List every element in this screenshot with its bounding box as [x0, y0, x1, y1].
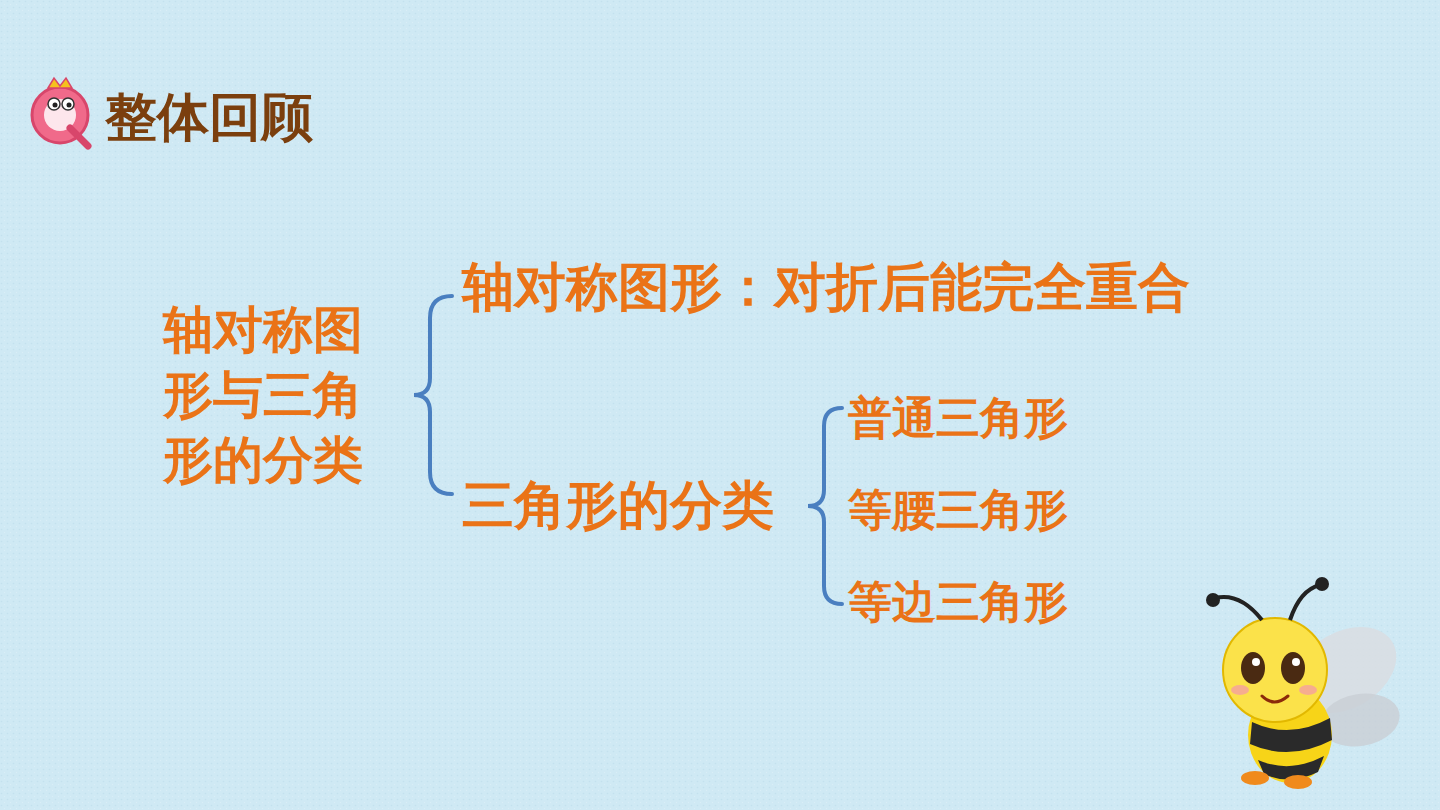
leaf-label: 等边三角形	[848, 573, 1068, 632]
main-brace	[414, 296, 452, 494]
topic-label: 轴对称图形与三角形的分类	[163, 298, 371, 493]
bee-illustration	[1206, 577, 1412, 789]
slide-title: 整体回顾	[105, 83, 313, 153]
branch-label: 三角形的分类	[462, 471, 774, 541]
leaf-label: 等腰三角形	[848, 481, 1068, 540]
branch-label: 轴对称图形：对折后能完全重合	[462, 253, 1190, 323]
q-logo	[32, 78, 88, 146]
leaf-label: 普通三角形	[848, 389, 1068, 448]
sub-brace	[808, 408, 842, 604]
